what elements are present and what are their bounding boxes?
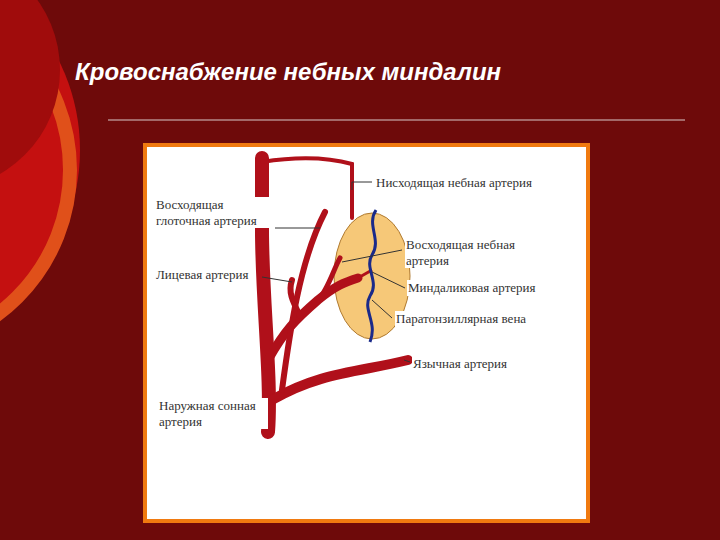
ascending-palatine-artery [318, 258, 340, 300]
leader-lines [250, 182, 410, 418]
part-label-box: Восходящая небная артерия [405, 237, 533, 269]
part-label: Восходящая глоточная артерия [155, 197, 273, 228]
part-label-box: Наружная сонная артерия [158, 398, 268, 430]
part-label: Паратонзиллярная вена [395, 311, 527, 327]
facial-artery [268, 278, 358, 360]
paratonsillar-vein [368, 210, 376, 342]
part-label-box: Язычная артерия [412, 354, 562, 372]
slide-title: Кровоснабжение небных миндалин [75, 58, 501, 86]
part-label-box: Паратонзиллярная вена [395, 309, 580, 327]
lingual-artery [272, 360, 408, 400]
title-rule [108, 120, 685, 121]
part-label-box: Восходящая глоточная артерия [155, 197, 273, 229]
descending-palatine-artery [262, 158, 352, 218]
part-label-box: Нисходящая небная артерия [375, 173, 580, 191]
part-label: Нисходящая небная артерия [375, 175, 533, 191]
decor-circle [0, 0, 60, 190]
part-label: Восходящая небная артерия [405, 237, 533, 268]
part-label: Миндаликовая артерия [407, 280, 537, 296]
part-label-box: Лицевая артерия [155, 265, 263, 283]
figure-panel [145, 145, 588, 521]
part-label: Лицевая артерия [155, 267, 249, 283]
decor-circle [0, 0, 80, 350]
part-label: Наружная сонная артерия [158, 398, 268, 429]
part-label: Язычная артерия [412, 356, 508, 372]
ascending-pharyngeal-artery [282, 212, 325, 390]
part-label-box: Миндаликовая артерия [407, 278, 582, 296]
